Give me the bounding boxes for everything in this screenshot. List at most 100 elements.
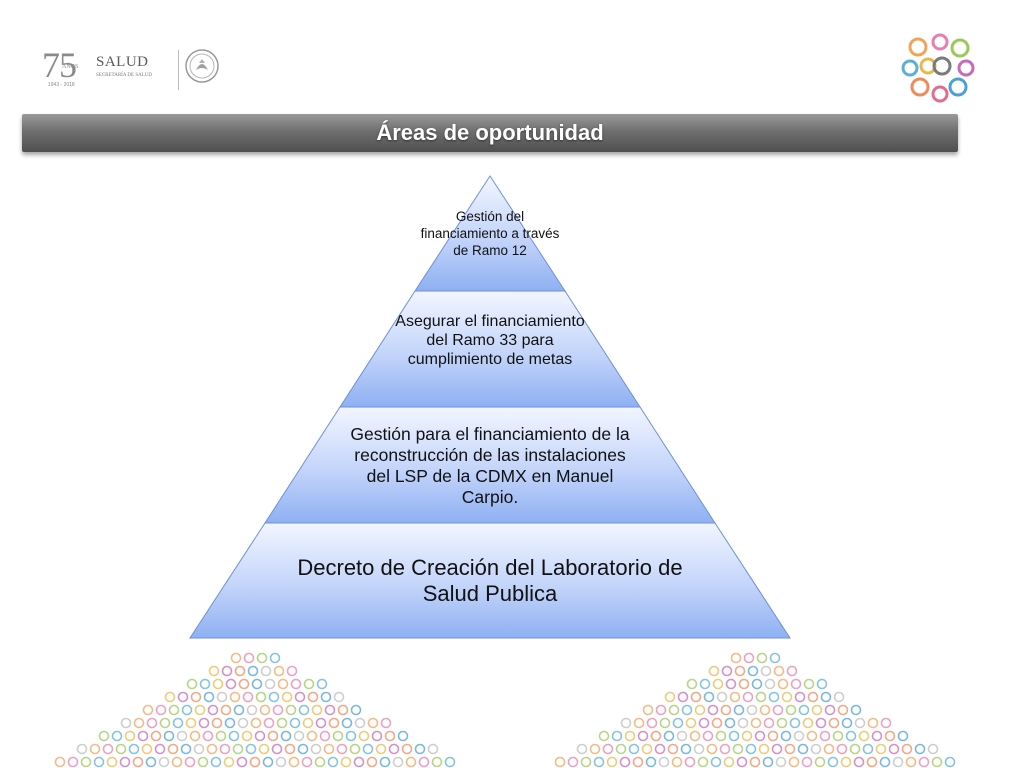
decoration-ring bbox=[275, 756, 287, 768]
decoration-ring bbox=[690, 691, 702, 703]
decoration-ring bbox=[746, 704, 758, 716]
decoration-ring bbox=[814, 756, 826, 768]
decoration-ring bbox=[297, 743, 309, 755]
decoration-ring bbox=[150, 730, 162, 742]
decoration-ring bbox=[784, 743, 796, 755]
decoration-ring bbox=[254, 730, 266, 742]
decoration-ring bbox=[163, 730, 175, 742]
decoration-ring bbox=[67, 756, 79, 768]
decoration-ring bbox=[773, 665, 785, 677]
decoration-ring bbox=[728, 730, 740, 742]
decoration-ring bbox=[751, 678, 763, 690]
decoration-ring bbox=[230, 652, 242, 664]
decoration-ring bbox=[388, 743, 400, 755]
decoration-ring bbox=[650, 730, 662, 742]
decoration-ring bbox=[671, 756, 683, 768]
decoration-ring bbox=[707, 704, 719, 716]
decoration-ring bbox=[676, 730, 688, 742]
decoration-ring bbox=[137, 730, 149, 742]
decoration-ring bbox=[76, 743, 88, 755]
decoration-ring bbox=[206, 743, 218, 755]
decoration-ring bbox=[328, 717, 340, 729]
decoration-ring bbox=[641, 743, 653, 755]
decoration-ring bbox=[716, 691, 728, 703]
decoration-ring bbox=[833, 691, 845, 703]
decoration-ring bbox=[836, 743, 848, 755]
decoration-ring bbox=[743, 652, 755, 664]
decoration-ring bbox=[181, 704, 193, 716]
decoration-ring bbox=[654, 743, 666, 755]
decoration-ring bbox=[315, 717, 327, 729]
decoration-ring bbox=[788, 756, 800, 768]
decoration-ring bbox=[98, 730, 110, 742]
decoration-ring bbox=[677, 691, 689, 703]
decoration-ring bbox=[345, 730, 357, 742]
decoration-ring bbox=[823, 743, 835, 755]
decoration-ring bbox=[733, 704, 745, 716]
decoration-ring bbox=[797, 743, 809, 755]
decoration-ring bbox=[884, 730, 896, 742]
decoration-ring bbox=[133, 717, 145, 729]
decoration-ring bbox=[905, 756, 917, 768]
decoration-ring bbox=[888, 743, 900, 755]
decoration-ring bbox=[702, 730, 714, 742]
decoration-ring bbox=[944, 756, 956, 768]
decoration-ring bbox=[316, 678, 328, 690]
decoration-ring bbox=[785, 704, 797, 716]
decoration-ring bbox=[367, 717, 379, 729]
decoration-ring bbox=[115, 743, 127, 755]
decoration-ring bbox=[358, 730, 370, 742]
decoration-ring bbox=[256, 652, 268, 664]
decoration-ring bbox=[732, 743, 744, 755]
decoration-ring bbox=[337, 704, 349, 716]
decoration-ring bbox=[703, 691, 715, 703]
decoration-ring bbox=[264, 678, 276, 690]
decoration-ring bbox=[142, 704, 154, 716]
decoration-ring bbox=[155, 704, 167, 716]
decoration-ring bbox=[185, 717, 197, 729]
decoration-ring bbox=[341, 717, 353, 729]
mexican-coat-of-arms-icon bbox=[185, 49, 219, 83]
decoration-ring bbox=[255, 691, 267, 703]
decoration-ring bbox=[303, 678, 315, 690]
decoration-ring bbox=[699, 678, 711, 690]
decoration-ring bbox=[803, 678, 815, 690]
decoration-ring bbox=[789, 717, 801, 729]
decoration-ring bbox=[723, 756, 735, 768]
decoration-ring bbox=[918, 756, 930, 768]
decoration-ring bbox=[593, 756, 605, 768]
decoration-ring bbox=[711, 717, 723, 729]
decoration-ring bbox=[379, 756, 391, 768]
decoration-ring bbox=[119, 756, 131, 768]
title-banner: Áreas de oportunidad bbox=[22, 114, 958, 152]
decoration-ring bbox=[319, 730, 331, 742]
decoration-ring bbox=[866, 756, 878, 768]
decoration-ring bbox=[816, 678, 828, 690]
decoration-ring bbox=[637, 730, 649, 742]
decoration-ring bbox=[145, 756, 157, 768]
decoration-ring bbox=[286, 665, 298, 677]
decoration-ring bbox=[615, 743, 627, 755]
decoration-ring bbox=[301, 756, 313, 768]
decoration-ring bbox=[853, 756, 865, 768]
decoration-ring bbox=[258, 743, 270, 755]
decoration-ring bbox=[619, 756, 631, 768]
decoration-ring bbox=[759, 704, 771, 716]
decoration-ring bbox=[375, 743, 387, 755]
decoration-ring bbox=[216, 691, 228, 703]
decoration-ring bbox=[354, 717, 366, 729]
decoration-ring bbox=[758, 743, 770, 755]
decoration-ring bbox=[811, 704, 823, 716]
decoration-ring bbox=[724, 717, 736, 729]
decoration-ring bbox=[663, 730, 675, 742]
decoration-ring bbox=[667, 743, 679, 755]
decoration-ring bbox=[93, 756, 105, 768]
decoration-ring bbox=[841, 717, 853, 729]
decoration-ring bbox=[760, 665, 772, 677]
decoration-ring bbox=[606, 756, 618, 768]
decoration-ring bbox=[768, 691, 780, 703]
salud-logo: SALUD SECRETARÍA DE SALUD bbox=[96, 54, 152, 78]
decoration-ring bbox=[418, 756, 430, 768]
decoration-ring bbox=[849, 743, 861, 755]
decoration-ring bbox=[332, 730, 344, 742]
